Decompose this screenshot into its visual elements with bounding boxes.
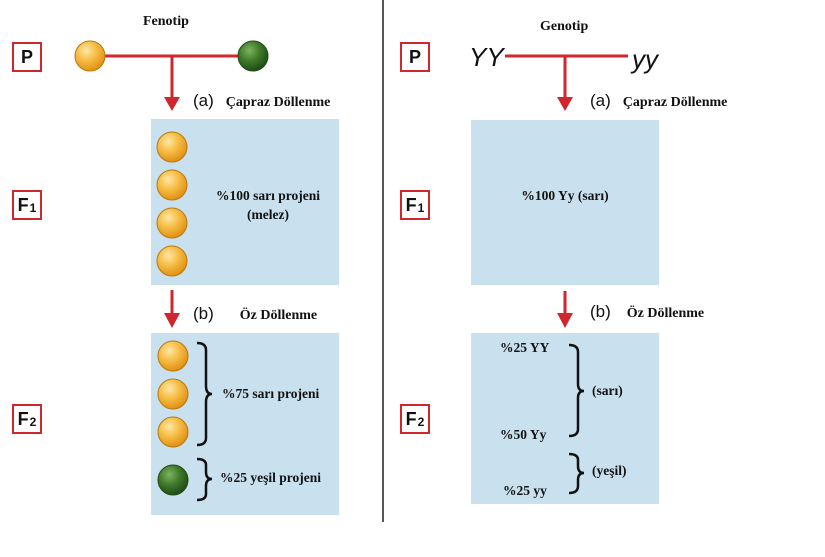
genotype-generation-label-p: P [400, 42, 430, 72]
f2-yellow-pea-icon [157, 416, 189, 448]
f1-yellow-pea-icon [156, 169, 188, 201]
phenotype-title: Fenotip [143, 14, 189, 29]
f1-phenotype-line2: (melez) [247, 207, 289, 222]
genotype-title: Genotip [540, 19, 589, 34]
genotype-cross-label: (a) Çapraz Döllenme [590, 91, 727, 111]
self-step-text: Öz Döllenme [239, 308, 318, 323]
phenotype-cross-label: (a) Çapraz Döllenme [193, 91, 330, 111]
cross-step-letter: (a) [193, 91, 214, 110]
generation-label-p: P [12, 42, 42, 72]
f1-yellow-pea-icon [156, 207, 188, 239]
genotype-self-step-text: Öz Döllenme [626, 306, 705, 321]
genotype-self-label: (b) Öz Döllenme [590, 302, 704, 322]
genotype-cross-step-letter: (a) [590, 91, 611, 110]
f2-homozygous-recessive-text: %25 yy [503, 483, 547, 498]
f2-yellow-group-text: (sarı) [592, 383, 623, 398]
f1-yellow-pea-icon [156, 131, 188, 163]
self-arrow-head [164, 313, 180, 328]
f1-genotype-text: %100 Yy (sarı) [521, 188, 609, 203]
genotype-generation-p-text: P [408, 46, 421, 67]
genotype-cross-step-text: Çapraz Döllenme [622, 95, 728, 110]
genotype-self-arrow-head [557, 313, 573, 328]
generation-f1-subscript: 1 [29, 201, 37, 215]
cross-arrow-head [164, 97, 180, 111]
f1-yellow-pea-icon [156, 245, 188, 277]
center-divider [382, 0, 384, 522]
genotype-green-bracket [568, 452, 585, 495]
genotype-generation-f1-text: F [405, 194, 417, 215]
f2-genotype-panel [471, 333, 659, 504]
f1-phenotype-line1: %100 sarı projeni [216, 188, 320, 203]
f2-green-pea-icon [157, 464, 189, 496]
cross-step-text: Çapraz Döllenme [225, 95, 331, 110]
genotype-diagram [471, 54, 659, 504]
genotype-generation-f1-subscript: 1 [417, 201, 425, 215]
phenotype-diagram [74, 40, 339, 515]
parent-dominant-genotype: YY [469, 42, 504, 72]
f2-green-group-text: (yeşil) [592, 463, 627, 478]
genotype-generation-f2-text: F [405, 408, 417, 429]
green-group-bracket [196, 457, 213, 502]
generation-f2-text: F [17, 408, 29, 429]
f1-phenotype-text: %100 sarı projeni (melez) [200, 186, 336, 224]
generation-f2-subscript: 2 [29, 415, 37, 429]
green-parent-pea-icon [237, 40, 269, 72]
yellow-group-bracket [196, 341, 213, 447]
phenotype-self-label: (b) Öz Döllenme [193, 304, 317, 324]
self-step-letter: (b) [193, 304, 214, 323]
f2-green-ratio-text: %25 yeşil projeni [220, 470, 321, 485]
generation-f1-text: F [17, 194, 29, 215]
f2-homozygous-dominant-text: %25 YY [500, 340, 550, 355]
genotype-cross-arrow-head [557, 97, 573, 111]
genotype-yellow-bracket [568, 343, 585, 438]
yellow-parent-pea-icon [74, 40, 106, 72]
genotype-generation-f2-subscript: 2 [417, 415, 425, 429]
f2-yellow-pea-icon [157, 378, 189, 410]
f1-genotype-panel [471, 120, 659, 285]
genotype-self-step-letter: (b) [590, 302, 611, 321]
f2-yellow-pea-icon [157, 340, 189, 372]
f2-heterozygous-text: %50 Yy [500, 427, 547, 442]
parent-recessive-genotype: yy [632, 44, 658, 74]
generation-p-text: P [20, 46, 33, 67]
f2-yellow-ratio-text: %75 sarı projeni [222, 386, 320, 401]
